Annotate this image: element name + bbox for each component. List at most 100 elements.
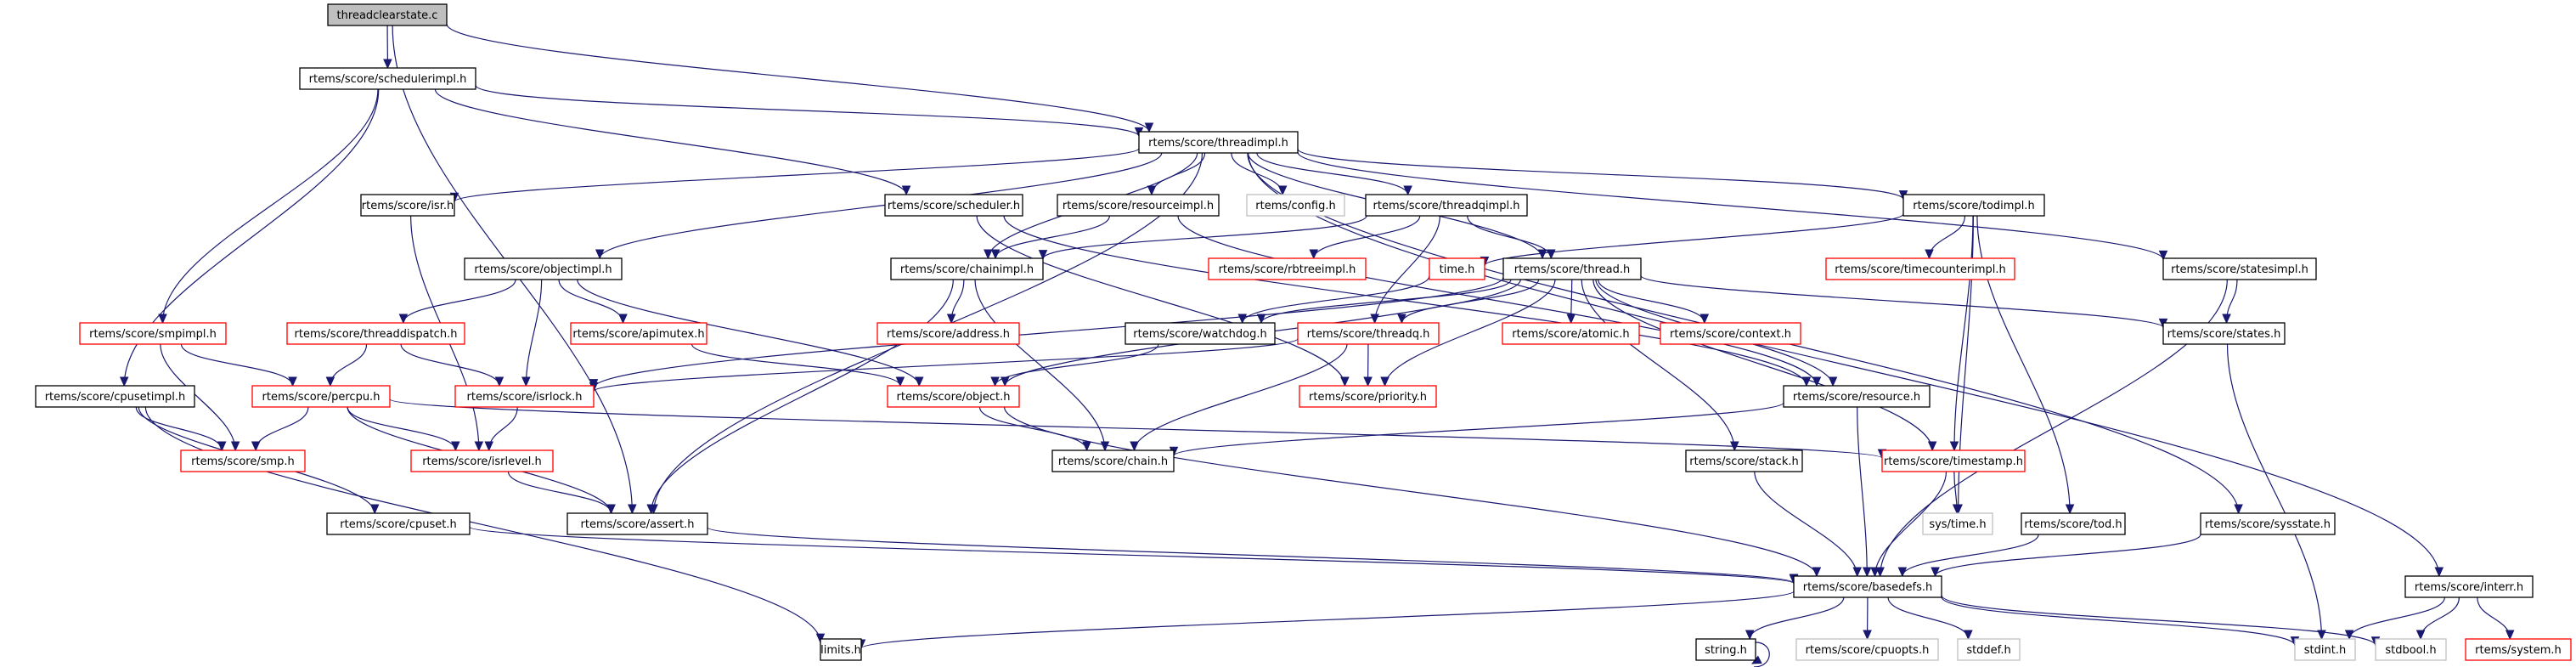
node-label: rtems/score/basedefs.h — [1803, 581, 1933, 594]
node-watchdog[interactable]: rtems/score/watchdog.h — [1125, 322, 1276, 345]
node-statesimpl[interactable]: rtems/score/statesimpl.h — [2162, 257, 2317, 280]
node-states[interactable]: rtems/score/states.h — [2162, 322, 2286, 345]
node-schedulerimpl[interactable]: rtems/score/schedulerimpl.h — [299, 67, 476, 90]
node-chainimpl[interactable]: rtems/score/chainimpl.h — [890, 257, 1044, 280]
node-box — [1922, 512, 1993, 535]
node-assert[interactable]: rtems/score/assert.h — [566, 512, 708, 535]
node-config[interactable]: rtems/config.h — [1246, 194, 1345, 217]
edge-thread-to-stack — [1581, 279, 1735, 451]
node-box — [877, 322, 1020, 345]
node-threadq[interactable]: rtems/score/threadq.h — [1297, 322, 1440, 345]
node-chain[interactable]: rtems/score/chain.h — [1051, 449, 1175, 472]
arrowhead-basedefs — [1870, 567, 1880, 578]
node-objectimpl[interactable]: rtems/score/objectimpl.h — [464, 257, 623, 280]
node-address[interactable]: rtems/score/address.h — [877, 322, 1020, 345]
node-label: rtems/score/threaddispatch.h — [295, 328, 458, 341]
node-label: rtems/score/interr.h — [2415, 581, 2523, 594]
edge-todimpl-to-timecounterimpl — [1928, 215, 1966, 259]
node-cpuset[interactable]: rtems/score/cpuset.h — [326, 512, 471, 535]
node-timecounterimpl[interactable]: rtems/score/timecounterimpl.h — [1825, 257, 2015, 280]
node-string[interactable]: string.h — [1695, 638, 1756, 661]
node-label: rtems/score/schedulerimpl.h — [309, 73, 467, 86]
arrowhead-smp — [230, 441, 240, 452]
edge-basedefs-to-stdbool — [1941, 595, 2376, 646]
node-todimpl[interactable]: rtems/score/todimpl.h — [1902, 194, 2045, 217]
node-limits[interactable]: limits.h — [820, 638, 862, 661]
arrowhead-string — [1745, 630, 1755, 641]
arrowhead-assert — [646, 504, 656, 515]
arrowhead-isrlock — [521, 376, 531, 387]
arrowhead-timestamp — [1927, 441, 1937, 452]
node-cpuopts[interactable]: rtems/score/cpuopts.h — [1795, 638, 1939, 661]
node-threaddispatch[interactable]: rtems/score/threaddispatch.h — [286, 322, 465, 345]
node-box — [2404, 575, 2534, 598]
arrowhead-timecounterimpl — [1925, 249, 1934, 260]
arrowhead-threaddispatch — [398, 314, 409, 325]
edge-smpimpl-to-percpu — [180, 343, 294, 387]
node-box — [1902, 194, 2045, 217]
node-stdbool[interactable]: stdbool.h — [2375, 638, 2447, 661]
node-box — [1502, 322, 1640, 345]
edge-watchdog-to-object — [994, 343, 1159, 387]
node-basedefs[interactable]: rtems/score/basedefs.h — [1793, 575, 1942, 598]
node-stddef[interactable]: stddef.h — [1957, 638, 2021, 661]
node-label: rtems/score/statesimpl.h — [2171, 263, 2308, 276]
node-atomic[interactable]: rtems/score/atomic.h — [1502, 322, 1640, 345]
arrowhead-scheduler — [901, 185, 911, 196]
node-time[interactable]: time.h — [1429, 257, 1485, 280]
edge-cpusetimpl-to-limits — [144, 406, 821, 643]
edge-assert-to-basedefs — [707, 527, 1795, 584]
node-interr[interactable]: rtems/score/interr.h — [2404, 575, 2534, 598]
edge-todimpl-to-tod — [1976, 215, 2071, 514]
node-system[interactable]: rtems/system.h — [2465, 638, 2572, 661]
node-isrlevel[interactable]: rtems/score/isrlevel.h — [410, 449, 554, 472]
edge-scheduler-to-priority — [976, 215, 1346, 387]
arrowhead-rbtreeimpl — [1309, 249, 1319, 260]
node-smpimpl[interactable]: rtems/score/smpimpl.h — [79, 322, 227, 345]
node-systime[interactable]: sys/time.h — [1922, 512, 1993, 535]
node-smp[interactable]: rtems/score/smp.h — [180, 449, 306, 472]
node-isrlock[interactable]: rtems/score/isrlock.h — [454, 385, 595, 408]
node-timestamp[interactable]: rtems/score/timestamp.h — [1881, 449, 2026, 472]
node-resourceimpl[interactable]: rtems/score/resourceimpl.h — [1057, 194, 1220, 217]
node-box — [1695, 638, 1756, 661]
node-label: rtems/score/context.h — [1670, 328, 1791, 341]
node-isr[interactable]: rtems/score/isr.h — [360, 194, 455, 217]
edge-time-to-watchdog — [1242, 275, 1430, 324]
node-label: rtems/score/object.h — [897, 391, 1011, 404]
node-box — [1783, 385, 1931, 408]
node-object[interactable]: rtems/score/object.h — [887, 385, 1020, 408]
node-apimutex[interactable]: rtems/score/apimutex.h — [570, 322, 707, 345]
node-rbtreeimpl[interactable]: rtems/score/rbtreeimpl.h — [1208, 257, 1367, 280]
edge-schedulerimpl-to-smpimpl — [161, 88, 379, 324]
edge-thread-to-timestamp — [1592, 279, 1933, 451]
arrowhead-isrlevel — [474, 441, 484, 452]
node-label: rtems/score/address.h — [887, 328, 1010, 341]
node-threadqimpl[interactable]: rtems/score/threadqimpl.h — [1365, 194, 1528, 217]
edge-resourceimpl-to-resource — [1177, 215, 1818, 387]
node-label: rtems/score/resourceimpl.h — [1063, 200, 1214, 212]
node-stdint[interactable]: stdint.h — [2294, 638, 2356, 661]
node-thread[interactable]: rtems/score/thread.h — [1502, 257, 1642, 280]
node-context[interactable]: rtems/score/context.h — [1660, 322, 1801, 345]
arrowhead-resource — [1828, 376, 1838, 387]
node-label: time.h — [1440, 263, 1475, 276]
node-cpusetimpl[interactable]: rtems/score/cpusetimpl.h — [35, 385, 195, 408]
node-resource[interactable]: rtems/score/resource.h — [1783, 385, 1931, 408]
node-threadimpl[interactable]: rtems/score/threadimpl.h — [1138, 131, 1299, 154]
node-box — [1299, 385, 1437, 408]
node-tod[interactable]: rtems/score/tod.h — [2021, 512, 2126, 535]
node-percpu[interactable]: rtems/score/percpu.h — [251, 385, 391, 408]
node-label: rtems/score/threadq.h — [1307, 328, 1430, 341]
node-label: stdbool.h — [2385, 644, 2436, 657]
node-box — [35, 385, 195, 408]
edge-objectimpl-to-isrlock — [525, 279, 543, 387]
node-stack[interactable]: rtems/score/stack.h — [1685, 449, 1803, 472]
node-priority[interactable]: rtems/score/priority.h — [1299, 385, 1437, 408]
edge-objectimpl-to-object — [577, 279, 920, 387]
node-threadclearstate[interactable]: threadclearstate.c — [327, 3, 448, 26]
edges-layer — [119, 24, 2515, 667]
node-sysstate[interactable]: rtems/score/sysstate.h — [2200, 512, 2336, 535]
node-scheduler[interactable]: rtems/score/scheduler.h — [884, 194, 1023, 217]
edge-threadq-to-chain — [1133, 343, 1348, 451]
